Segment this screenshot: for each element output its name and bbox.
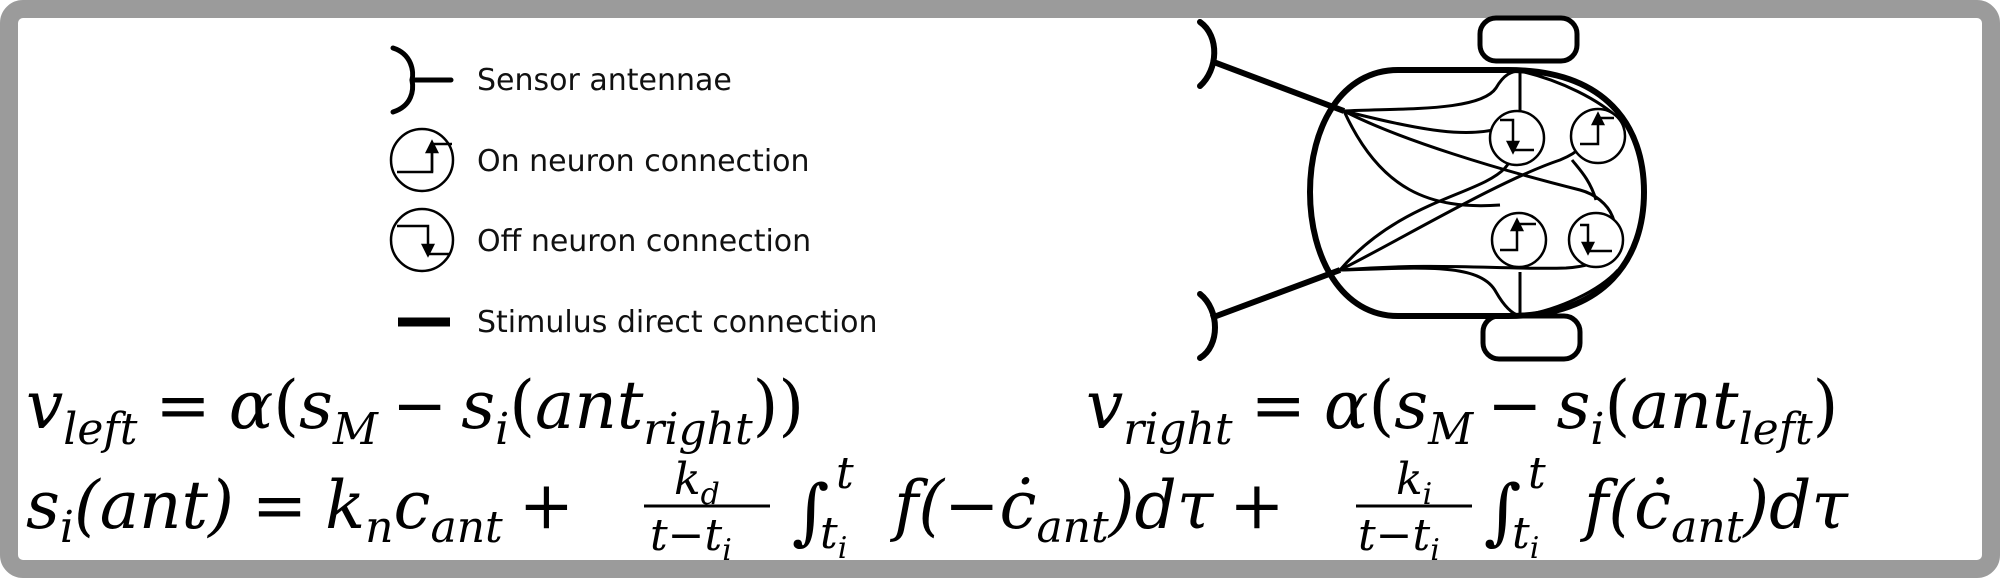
- equation-v-left: vleft=α(sM−si(antright)): [26, 367, 804, 455]
- on-neuron-top-right: [1569, 107, 1627, 165]
- legend-label-on: On neuron connection: [477, 144, 810, 179]
- right-antenna: [1197, 291, 1218, 361]
- legend-label-stimulus: Stimulus direct connection: [477, 305, 878, 340]
- on-neuron-bottom-left: [1490, 211, 1548, 269]
- left-antenna: [1197, 19, 1218, 89]
- off-neuron-icon: [389, 207, 455, 273]
- integral1-symbol: ∫: [792, 469, 830, 553]
- integral1-lower: ti: [820, 508, 847, 566]
- stimulus-line-top: [1209, 58, 1346, 114]
- frac2-denominator: t−ti: [1358, 510, 1440, 568]
- frac1-denominator: t−ti: [650, 510, 732, 568]
- equation-s-i: si(ant)=kncant+ kd t−ti ∫ t ti f(−ċant)d…: [26, 448, 1849, 568]
- integral2-lower: ti: [1512, 508, 1539, 566]
- on-neuron-icon: [389, 127, 455, 193]
- legend-label-off: Off neuron connection: [477, 224, 811, 259]
- stimulus-line-bottom: [1209, 267, 1342, 321]
- frac2-numerator: ki: [1396, 454, 1432, 512]
- integral1-upper: t: [836, 448, 854, 499]
- off-neuron-top-left: [1488, 109, 1546, 167]
- vehicle-diagram: [1197, 15, 1648, 362]
- integral2-upper: t: [1528, 448, 1546, 499]
- sensor-antenna-icon: [390, 45, 454, 115]
- frac1-numerator: kd: [674, 454, 720, 512]
- s-i-lhs: si(ant)=kncant+: [26, 467, 574, 553]
- integral2-body: f(ċant)dτ: [1579, 467, 1849, 553]
- top-wheel: [1477, 15, 1580, 64]
- integral2-symbol: ∫: [1484, 469, 1522, 553]
- legend-label-sensor: Sensor antennae: [477, 63, 732, 98]
- equation-v-right: vright=α(sM−si(antleft): [1086, 367, 1838, 455]
- off-neuron-bottom-right: [1567, 211, 1625, 269]
- integral1-body: f(−ċant)dτ+: [889, 467, 1285, 553]
- legend: Sensor antennae On neuron connection Off…: [389, 45, 878, 340]
